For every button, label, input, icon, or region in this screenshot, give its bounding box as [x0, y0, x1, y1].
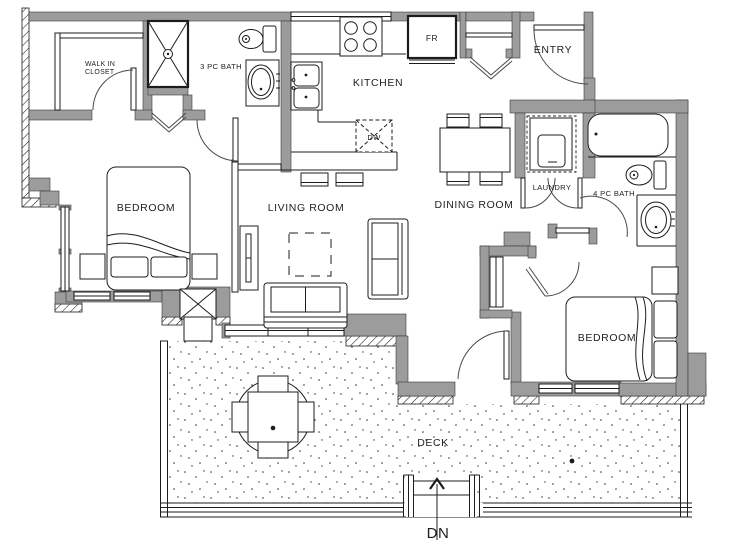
coffee-table	[288, 232, 332, 277]
fixtures	[79, 14, 679, 464]
bedroom-left-bottom-windows	[73, 291, 151, 301]
kitchen-sink	[290, 61, 323, 111]
fridge	[406, 14, 458, 64]
bath-4pc-door	[555, 195, 628, 238]
bedroom-right-windows	[538, 383, 620, 394]
tv-cabinet	[239, 225, 259, 291]
bedroom-left-side-window	[60, 206, 70, 292]
sink-4pc	[636, 194, 676, 247]
bathtub	[587, 113, 676, 158]
nightstand-right	[651, 266, 679, 295]
nightstand-left-1	[79, 253, 106, 280]
bar-stools	[300, 172, 364, 187]
stove	[339, 16, 383, 57]
deck-stairs	[403, 474, 480, 540]
label-entry: ENTRY	[534, 44, 572, 56]
toilet-4pc	[625, 160, 667, 190]
room-labels: WALK IN CLOSET 3 PC BATH KITCHEN FR DW E…	[85, 33, 636, 542]
label-fridge: FR	[426, 33, 438, 43]
label-walk-in-closet-2: CLOSET	[85, 69, 115, 76]
dishwasher	[355, 119, 393, 153]
label-bath-4pc: 4 PC BATH	[593, 189, 635, 198]
nightstand-left-2	[191, 253, 218, 280]
entry-closet-bifold-door	[469, 56, 513, 80]
label-walk-in-closet-1: WALK IN	[85, 61, 115, 68]
deck-floor	[168, 341, 680, 503]
label-deck: DECK	[417, 437, 449, 449]
kitchen-counter	[281, 53, 406, 171]
washer	[526, 115, 577, 173]
armchair	[367, 218, 409, 300]
label-dishwasher: DW	[367, 133, 381, 142]
label-bedroom-left: BEDROOM	[117, 202, 175, 214]
shower	[146, 19, 190, 89]
deck-table-set	[231, 375, 315, 459]
dining-table	[439, 113, 511, 186]
label-living-room: LIVING ROOM	[268, 202, 345, 214]
label-bath-3pc: 3 PC BATH	[200, 62, 242, 71]
label-laundry: LAUNDRY	[533, 183, 572, 192]
bath-3pc-bifold-door	[151, 112, 187, 133]
bedroom-right-door	[525, 261, 580, 297]
stairs-down-arrow	[429, 477, 445, 490]
bedroom-left-door	[196, 117, 239, 163]
walk-in-closet-door	[92, 67, 137, 111]
toilet-3pc	[238, 25, 277, 53]
doors	[92, 24, 628, 380]
deck-door	[457, 330, 510, 380]
sink-3pc	[245, 59, 280, 107]
label-dining-room: DINING ROOM	[435, 199, 514, 211]
laundry-bifold-doors	[520, 177, 583, 209]
bed-left	[106, 166, 191, 291]
sofa	[263, 282, 348, 329]
deck-drain	[569, 458, 575, 464]
label-stairs-down: DN	[427, 525, 450, 542]
label-bedroom-right: BEDROOM	[578, 332, 636, 344]
label-kitchen: KITCHEN	[353, 77, 403, 89]
partitions	[54, 32, 513, 308]
fireplace	[179, 288, 217, 342]
entry-door	[533, 24, 589, 85]
bed-right	[565, 296, 678, 382]
